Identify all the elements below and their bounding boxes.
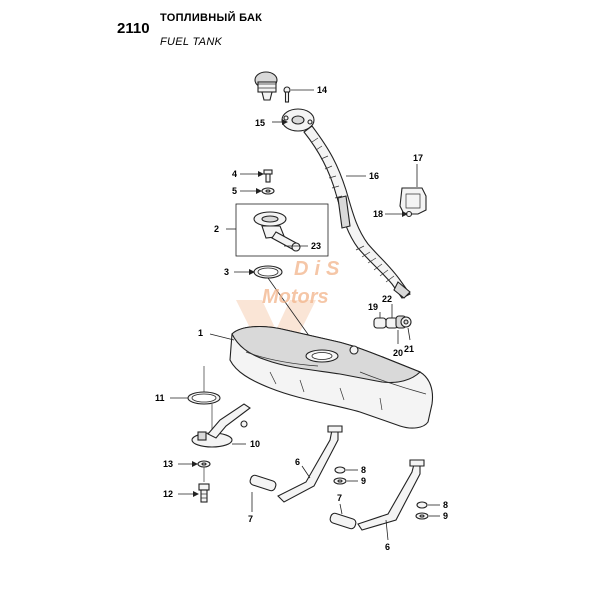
fuel-pump-assembly-2	[253, 211, 301, 252]
callout-22: 22	[382, 294, 392, 304]
strap-pad-7-left	[249, 474, 277, 492]
hose-clamp-21	[400, 316, 412, 328]
sender-unit-10	[191, 403, 251, 448]
filler-flange-15	[281, 108, 315, 132]
callout-5: 5	[232, 186, 237, 196]
screw-14	[283, 86, 291, 103]
title-english: FUEL TANK	[160, 36, 223, 48]
callout-12: 12	[163, 489, 173, 499]
callout-2: 2	[214, 224, 219, 234]
callout-10: 10	[250, 439, 260, 449]
watermark-line-1: DiS	[294, 258, 346, 280]
callout-19: 19	[368, 302, 378, 312]
callout-15: 15	[255, 118, 265, 128]
pump-assembly-frame	[235, 203, 329, 257]
callout-6-left: 6	[295, 457, 300, 467]
callout-16: 16	[369, 171, 379, 181]
tank-strap-6-left	[277, 425, 343, 503]
bolt-4	[263, 169, 273, 183]
seal-ring-3	[253, 265, 283, 279]
watermark-line-2: Motors	[262, 286, 329, 308]
callout-7-right: 7	[337, 493, 342, 503]
seal-ring-11	[187, 391, 221, 405]
callout-23: 23	[311, 241, 321, 251]
callout-8-right: 8	[443, 500, 448, 510]
strap-pad-7-right	[329, 512, 357, 530]
callout-6-right: 6	[385, 542, 390, 552]
filler-cap	[254, 71, 278, 101]
fuel-tank-1	[229, 325, 434, 429]
filler-hose-16	[303, 125, 411, 299]
callout-17: 17	[413, 153, 423, 163]
callout-21: 21	[404, 344, 414, 354]
washer-9-left	[333, 477, 347, 485]
washer-5	[261, 187, 275, 195]
nut-8-left	[334, 466, 346, 474]
callout-7-left: 7	[248, 514, 253, 524]
title-russian: ТОПЛИВНЫЙ БАК	[160, 12, 263, 24]
washer-13	[197, 460, 211, 468]
callout-9-right: 9	[443, 511, 448, 521]
callout-14: 14	[317, 85, 327, 95]
callout-8-left: 8	[361, 465, 366, 475]
washer-9-right	[415, 512, 429, 520]
callout-20: 20	[393, 348, 403, 358]
callout-1: 1	[198, 328, 203, 338]
tank-strap-6-right	[357, 459, 425, 531]
callout-3: 3	[224, 267, 229, 277]
callout-11: 11	[155, 393, 165, 403]
callout-18: 18	[373, 209, 383, 219]
callout-9-left: 9	[361, 476, 366, 486]
callout-13: 13	[163, 459, 173, 469]
bolt-12	[198, 483, 210, 503]
fitting-19	[373, 317, 387, 329]
callout-4: 4	[232, 169, 237, 179]
clip-17	[399, 187, 427, 215]
nut-8-right	[416, 501, 428, 509]
diagram-code: 2110	[117, 20, 150, 37]
